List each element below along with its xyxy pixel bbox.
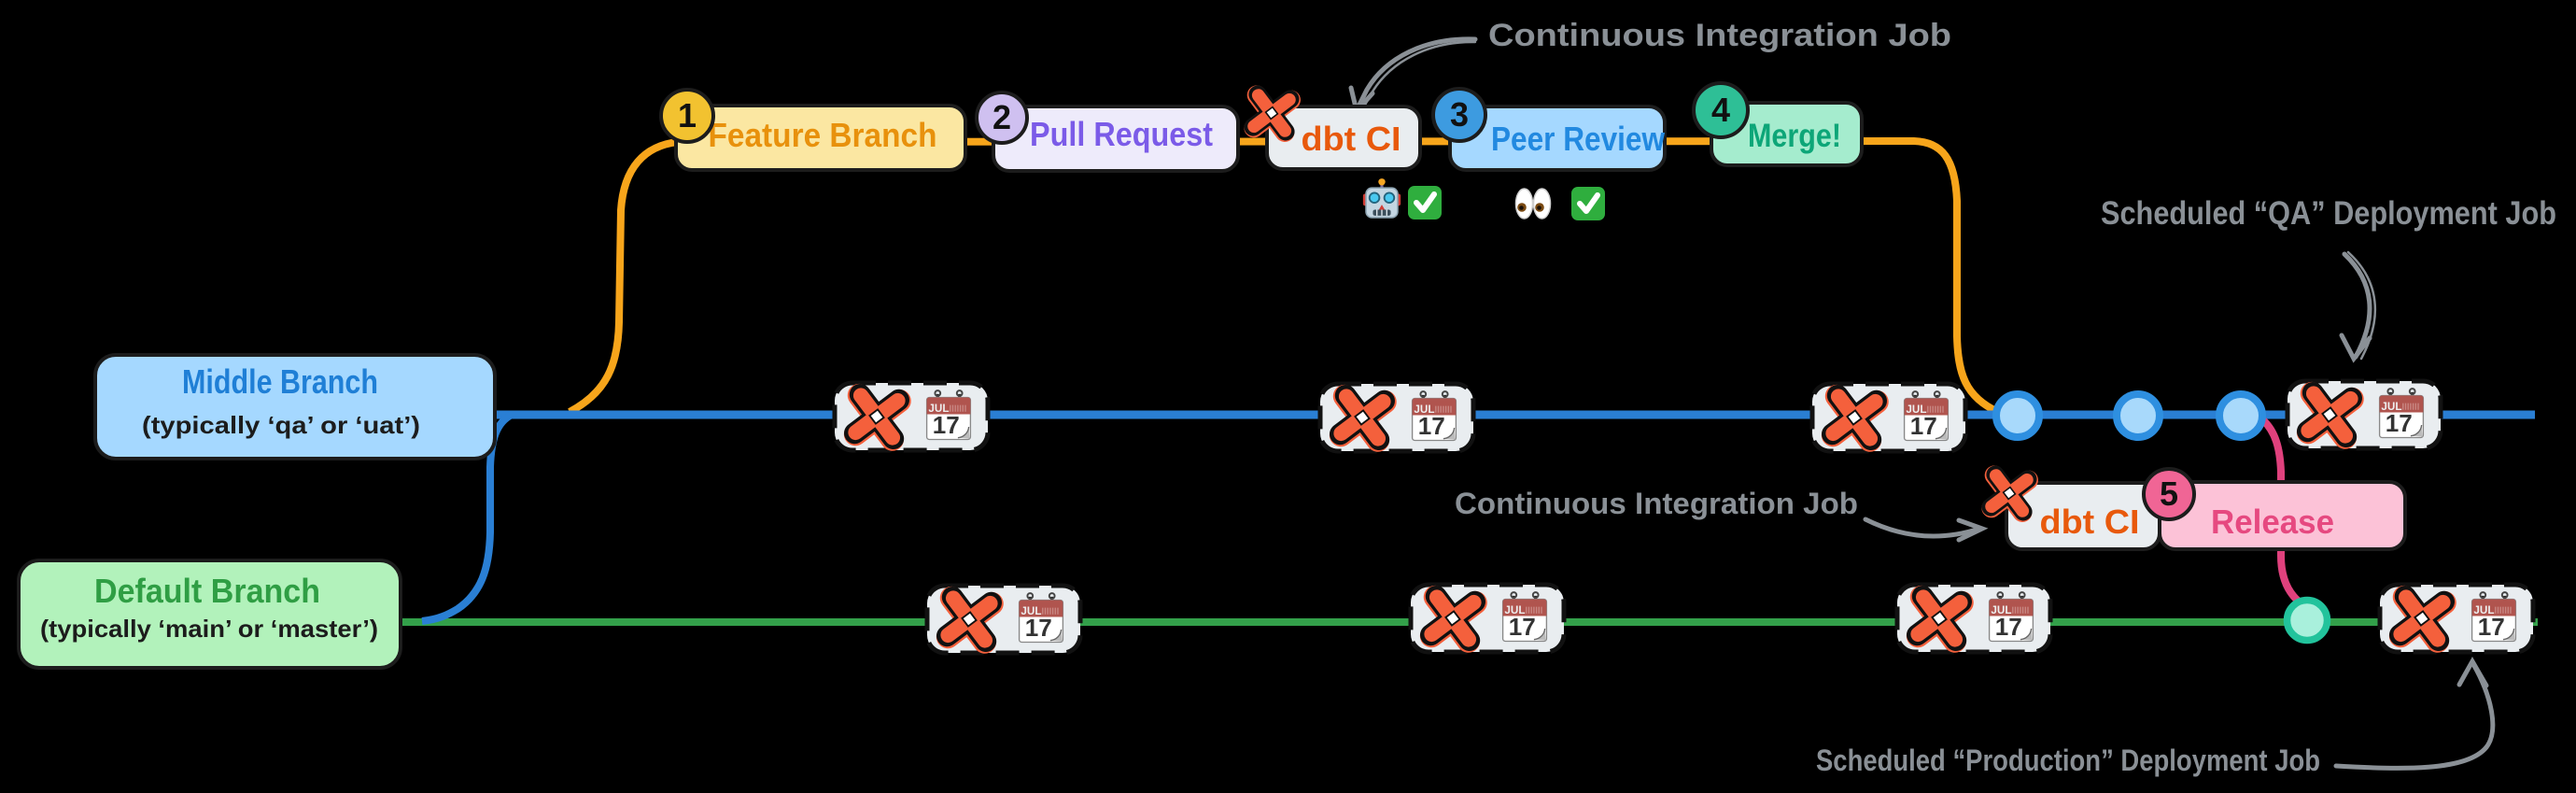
svg-text:3: 3 [1450,95,1469,134]
svg-text:Default Branch: Default Branch [94,572,320,610]
svg-text:Merge!: Merge! [1748,118,1841,154]
svg-text:Continuous Integration Job: Continuous Integration Job [1488,18,1951,53]
svg-text:Peer Review: Peer Review [1491,120,1666,158]
svg-text:Pull Request: Pull Request [1030,115,1213,153]
svg-text:(typically ‘main’ or ‘master’): (typically ‘main’ or ‘master’) [40,615,378,643]
svg-text:Continuous Integration Job: Continuous Integration Job [1455,487,1858,520]
svg-text:Scheduled “QA” Deployment Job: Scheduled “QA” Deployment Job [2101,195,2556,232]
svg-text:Scheduled “Production” Deploym: Scheduled “Production” Deployment Job [1816,743,2320,777]
svg-text:2: 2 [992,98,1011,136]
svg-text:dbt CI: dbt CI [1302,120,1401,158]
svg-text:5: 5 [2160,474,2178,513]
svg-text:(typically ‘qa’ or ‘uat’): (typically ‘qa’ or ‘uat’) [142,411,420,439]
svg-text:Release: Release [2211,503,2334,541]
svg-text:Middle Branch: Middle Branch [182,362,378,401]
svg-text:1: 1 [678,96,697,135]
svg-text:Feature Branch: Feature Branch [709,116,937,154]
svg-text:dbt CI: dbt CI [2040,503,2140,541]
svg-text:4: 4 [1711,91,1730,129]
